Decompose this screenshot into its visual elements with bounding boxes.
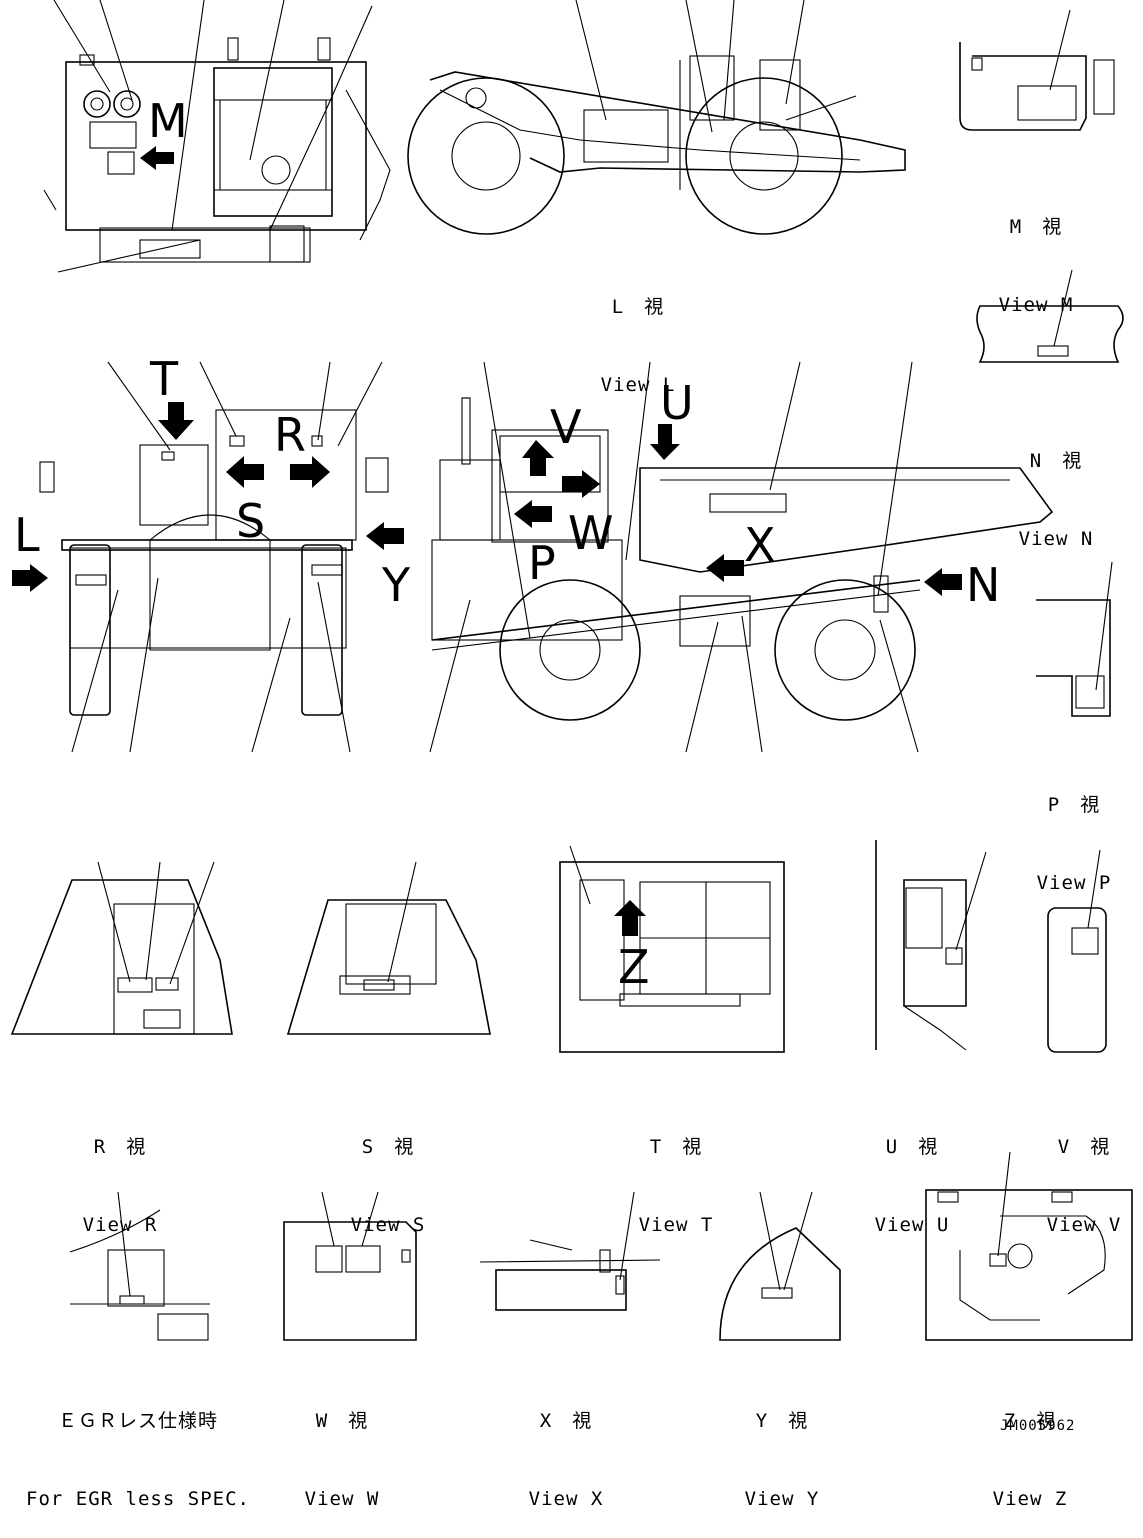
label-u: U <box>660 376 694 430</box>
caption-view-w-en: View W <box>304 1488 380 1510</box>
caption-view-x-en: View X <box>528 1488 604 1510</box>
caption-view-n-en: View N <box>1018 528 1094 550</box>
drawing-view-r <box>10 861 233 1035</box>
caption-view-l-jp: L 視 <box>611 296 665 318</box>
caption-view-t: T 視 View T <box>626 1082 726 1264</box>
caption-view-t-jp: T 視 <box>649 1136 703 1158</box>
label-w: W <box>568 506 614 560</box>
caption-view-r-en: View R <box>82 1214 158 1236</box>
label-n: N <box>966 558 1001 612</box>
caption-view-l-en: View L <box>600 374 676 396</box>
drawing-view-n <box>976 269 1124 363</box>
caption-view-v-en: View V <box>1046 1214 1122 1236</box>
drawing-view-w <box>283 1191 417 1341</box>
parts-diagram <box>10 0 1133 1341</box>
caption-view-m-jp: M 視 <box>1009 216 1063 238</box>
label-p: P <box>528 536 556 590</box>
drawing-view-l <box>407 0 906 235</box>
drawing-view-p <box>1036 561 1113 717</box>
label-s: S <box>236 494 266 548</box>
drawing-view-t <box>559 845 785 1053</box>
caption-view-w-jp: W 視 <box>315 1410 369 1432</box>
caption-view-x-jp: X 視 <box>539 1410 593 1432</box>
caption-view-z: Z 視 View Z <box>980 1356 1080 1538</box>
label-t: T <box>150 352 179 406</box>
caption-view-v: V 視 View V <box>1034 1082 1134 1264</box>
caption-egr-less: ＥＧＲレス仕様時 For EGR less SPEC. <box>20 1356 256 1538</box>
drawing-rear-view <box>12 361 404 753</box>
drawing-view-x <box>479 1191 661 1311</box>
label-y: Y <box>382 558 411 612</box>
caption-view-s-en: View S <box>350 1214 426 1236</box>
caption-view-p: P 視 View P <box>1024 740 1124 922</box>
drawing-rear-engine <box>43 0 391 273</box>
caption-view-t-en: View T <box>638 1214 714 1236</box>
caption-view-r: R 視 View R <box>70 1082 170 1264</box>
caption-view-s: S 視 View S <box>338 1082 438 1264</box>
drawing-egr-less <box>69 1191 210 1341</box>
caption-view-p-jp: P 視 <box>1047 794 1101 816</box>
caption-view-y-jp: Y 視 <box>755 1410 809 1432</box>
caption-view-n-jp: N 視 <box>1029 450 1083 472</box>
drawing-view-s <box>286 861 491 1035</box>
caption-view-z-en: View Z <box>992 1488 1068 1510</box>
caption-view-w: W 視 View W <box>292 1356 392 1538</box>
caption-view-u-en: View U <box>874 1214 950 1236</box>
caption-view-y-en: View Y <box>744 1488 820 1510</box>
caption-view-z-jp: Z 視 <box>1003 1410 1057 1432</box>
drawing-view-v <box>1047 849 1107 1053</box>
label-l: L <box>14 508 40 562</box>
caption-view-p-en: View P <box>1036 872 1112 894</box>
drawing-view-m <box>959 9 1115 131</box>
drawing-side-view <box>429 361 1054 753</box>
caption-view-r-jp: R 視 <box>93 1136 147 1158</box>
caption-view-s-jp: S 視 <box>361 1136 415 1158</box>
label-v: V <box>550 400 582 454</box>
caption-egr-less-en: For EGR less SPEC. <box>26 1488 250 1510</box>
caption-view-x: X 視 View X <box>516 1356 616 1538</box>
label-m: M <box>148 94 188 148</box>
caption-view-u: U 視 View U <box>862 1082 962 1264</box>
drawing-view-y <box>719 1191 841 1341</box>
label-z: Z <box>618 940 650 994</box>
label-x: X <box>744 518 776 572</box>
drawing-view-z <box>925 1151 1133 1341</box>
drawing-view-u <box>875 840 987 1051</box>
caption-view-v-jp: V 視 <box>1057 1136 1111 1158</box>
caption-view-m: M 視 View M <box>986 162 1086 344</box>
caption-view-n: N 視 View N <box>1006 396 1106 578</box>
caption-view-u-jp: U 視 <box>885 1136 939 1158</box>
caption-view-l: L 視 View L <box>588 242 688 424</box>
label-r: R <box>274 408 306 462</box>
caption-view-y: Y 視 View Y <box>732 1356 832 1538</box>
caption-view-m-en: View M <box>998 294 1074 316</box>
drawing-code: JM005962 <box>1000 1418 1076 1434</box>
caption-egr-less-jp: ＥＧＲレス仕様時 <box>57 1410 218 1432</box>
